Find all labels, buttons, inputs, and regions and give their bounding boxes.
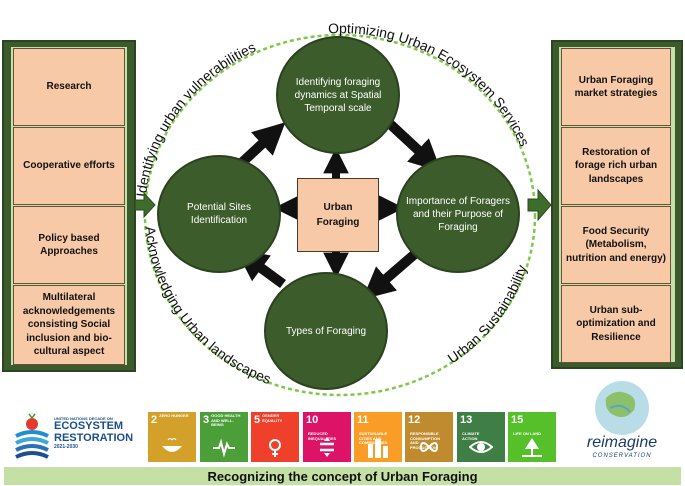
circle-potential-sites: Potential Sites Identification xyxy=(157,155,281,273)
arrow-right-to-bottom xyxy=(362,249,420,300)
heartbeat-icon xyxy=(213,438,235,458)
bottom-title-banner: Recognizing the concept of Urban Foragin… xyxy=(4,467,681,485)
sdg-tile-13: 13CLIMATE ACTION xyxy=(457,412,505,462)
sdg-tile-11: 11SUSTAINABLE CITIES AND COMMUNITIES xyxy=(354,412,402,462)
un-decade-emblem xyxy=(15,413,49,459)
left-item-cooperative-efforts: Cooperative efforts xyxy=(13,127,125,205)
eye-globe-icon xyxy=(469,441,493,453)
sdg-number: 11 xyxy=(357,414,369,426)
sdg-number: 5 xyxy=(254,414,261,426)
sdg-label: GOOD HEALTH AND WELL-BEING xyxy=(211,413,241,428)
sdg-label: GENDER EQUALITY xyxy=(262,413,283,423)
sdg-label: CLIMATE ACTION xyxy=(462,431,480,441)
city-icon xyxy=(368,439,388,458)
sdg-label: RESPONSIBLE CONSUMPTION AND PRODUCTION xyxy=(410,431,440,450)
gender-icon xyxy=(269,439,281,457)
right-item-food-security: Food Security (Metabolism, nutrition and… xyxy=(561,206,671,284)
conservation-wordmark: CONSERVATION xyxy=(592,453,652,459)
left-item-multilateral: Multilateral acknowledgements consisting… xyxy=(13,285,125,365)
un-decade-logo: UNITED NATIONS DECADE ON ECOSYSTEM RESTO… xyxy=(12,410,133,464)
bowl-icon xyxy=(162,438,182,452)
un-logo-line4: 2021-2030 xyxy=(54,444,78,451)
circle-foraging-dynamics: Identifying foraging dynamics at Spatial… xyxy=(276,36,400,154)
left-item-policy-approaches: Policy based Approaches xyxy=(13,206,125,284)
tree-icon xyxy=(522,438,542,457)
reimagine-wordmark: reimagine xyxy=(586,434,658,451)
sdg-number: 3 xyxy=(203,414,210,426)
arc-label-bottom-right: Urban Sustainability xyxy=(445,263,530,367)
left-item-research: Research xyxy=(13,48,125,126)
reimagine-conservation-logo: reimagine CONSERVATION xyxy=(566,378,678,462)
sdg-number: 10 xyxy=(306,414,319,426)
sdg-label: REDUCED INEQUALITIES xyxy=(308,431,337,441)
infinity-icon xyxy=(419,442,439,452)
right-item-restoration: Restoration of forage rich urban landsca… xyxy=(561,127,671,205)
right-item-resilience: Urban sub-optimization and Resilience xyxy=(561,285,671,363)
sdg-number: 13 xyxy=(460,414,473,426)
un-logo-line1: UNITED NATIONS DECADE ON xyxy=(54,416,113,421)
sdg-number: 15 xyxy=(511,414,524,426)
un-logo-line2: ECOSYSTEM xyxy=(54,420,124,432)
sdg-label: LIFE ON LAND xyxy=(513,431,541,436)
sdg-tile-12: 12RESPONSIBLE CONSUMPTION AND PRODUCTION xyxy=(405,412,453,462)
sdg-label: ZERO HUNGER xyxy=(159,413,189,418)
sdg-number: 12 xyxy=(408,414,421,426)
sdg-tile-10: 10REDUCED INEQUALITIES xyxy=(303,412,351,462)
arrow-top-to-right xyxy=(385,119,442,172)
center-line1: Urban xyxy=(323,202,353,213)
right-block-arrow xyxy=(527,188,552,222)
equality-icon xyxy=(320,437,334,457)
sdg-number: 2 xyxy=(151,414,158,426)
circle-importance-of-foragers: Importance of Foragers and their Purpose… xyxy=(396,155,520,273)
reimagine-globe-icon xyxy=(595,381,649,435)
un-logo-line3: RESTORATION xyxy=(54,431,134,444)
center-urban-foraging: Urban Foraging xyxy=(297,178,379,252)
circle-types-of-foraging: Types of Foraging xyxy=(264,272,388,390)
sdg-label: SUSTAINABLE CITIES AND COMMUNITIES xyxy=(359,431,388,446)
right-item-market-strategies: Urban Foraging market strategies xyxy=(561,48,671,126)
center-line2: Foraging xyxy=(316,217,360,228)
left-block-arrow xyxy=(134,191,156,219)
sdg-tile-15: 15LIFE ON LAND xyxy=(508,412,556,462)
